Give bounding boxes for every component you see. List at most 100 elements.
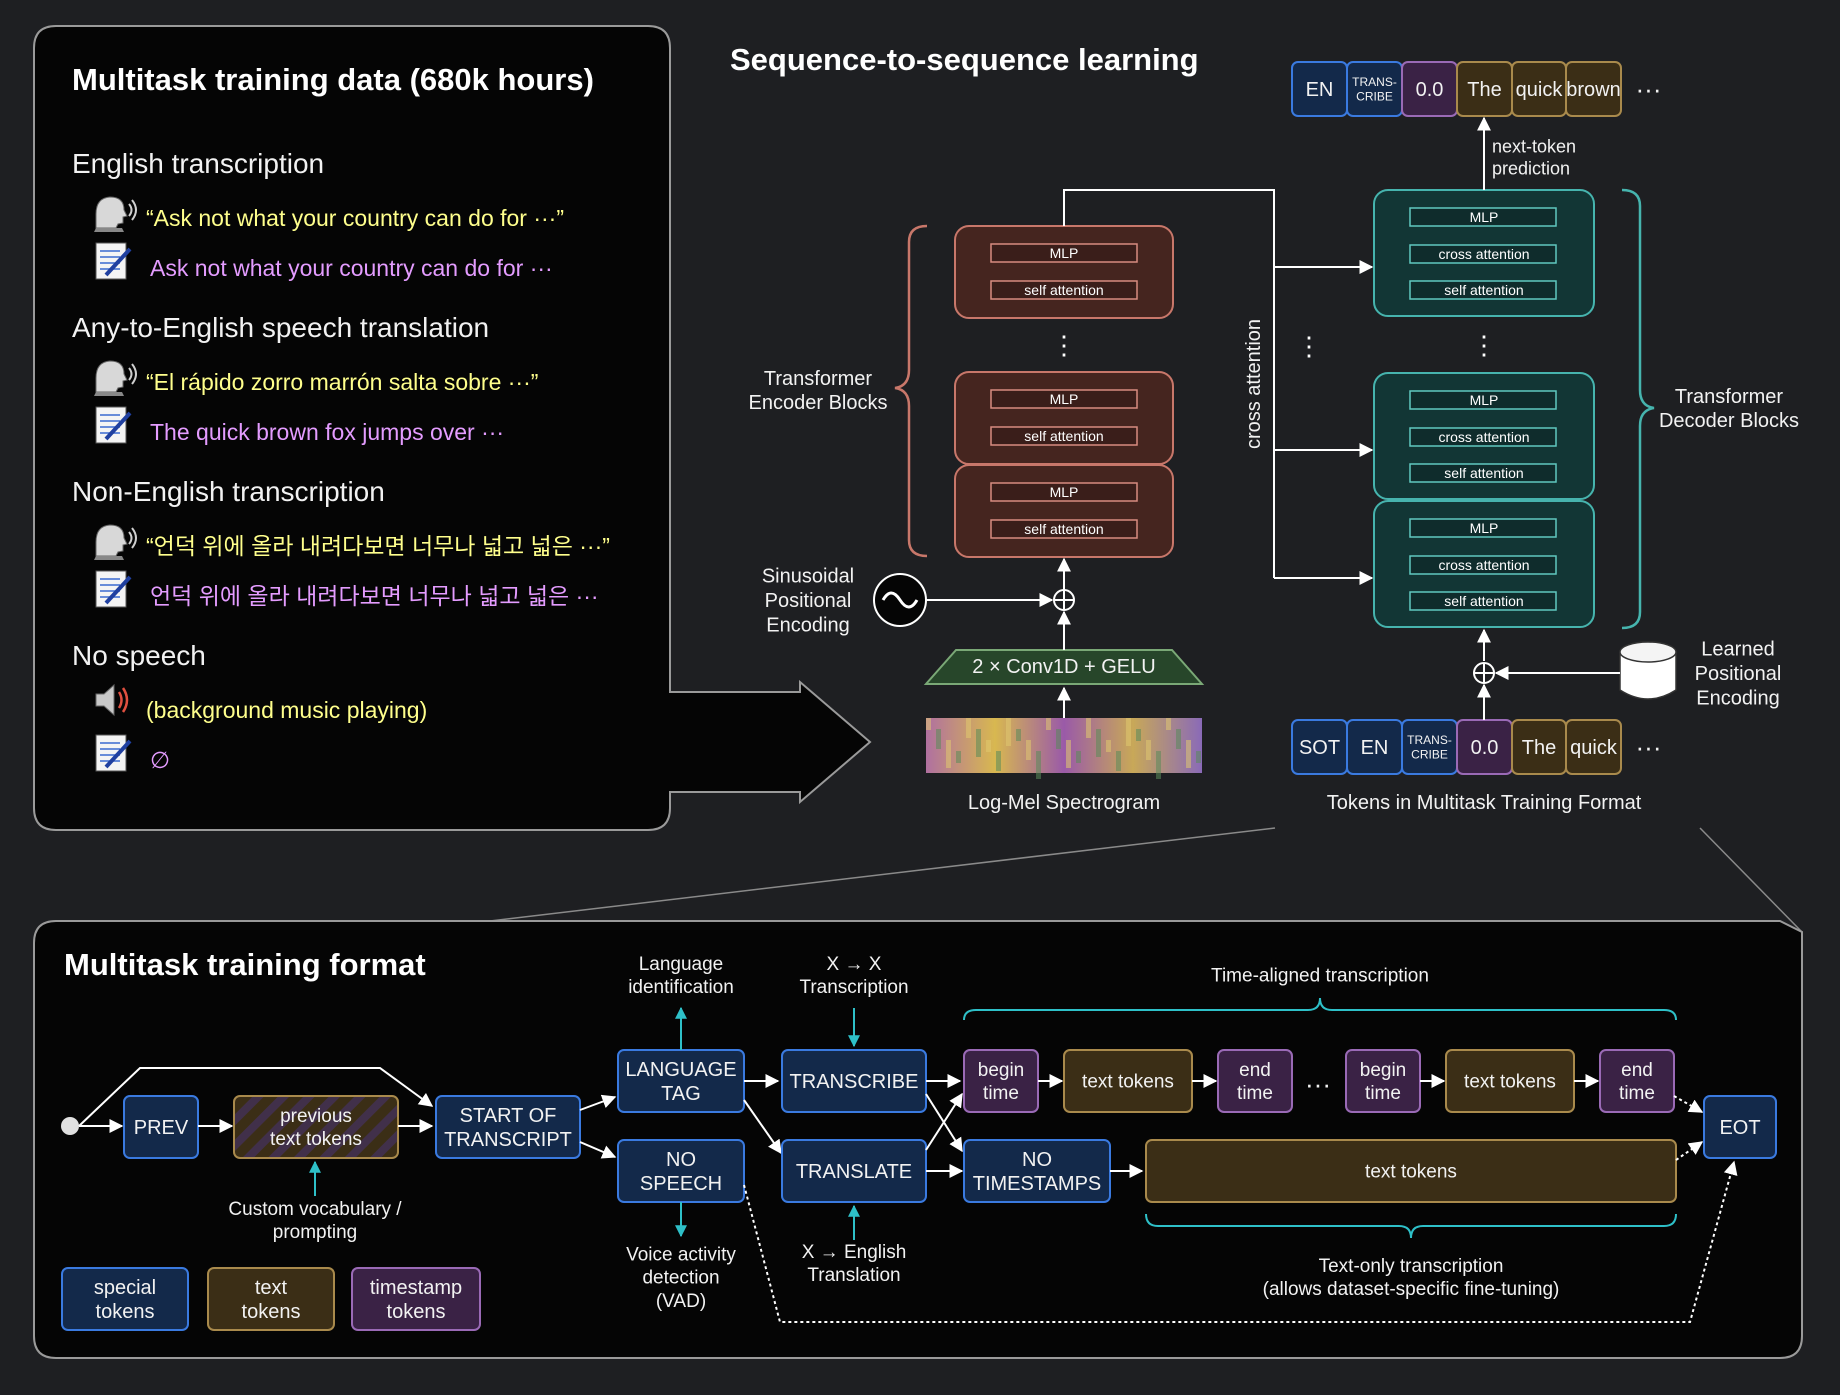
spectrogram-band bbox=[1186, 740, 1191, 768]
decoder-layer-1 bbox=[1409, 555, 1557, 575]
spectrogram-band bbox=[1156, 751, 1161, 779]
sound-waves bbox=[128, 527, 137, 549]
arrow-skip-prev bbox=[78, 1067, 434, 1127]
encoder-block-frame bbox=[954, 371, 1174, 465]
translate-token-label: TRANSLATE bbox=[796, 1161, 912, 1183]
encoder-self-attention-label: self attention bbox=[1024, 521, 1103, 537]
arrow-end-to-eot bbox=[1673, 1095, 1704, 1113]
section-transcript-text: 언덕 위에 올라 내려다보면 너무나 넓고 넓은 ··· bbox=[150, 583, 599, 609]
input-token-4-label: The bbox=[1522, 737, 1556, 759]
input-token-5-label: quick bbox=[1570, 737, 1618, 759]
decoder-layer-1 bbox=[1409, 244, 1557, 264]
spectrogram-band bbox=[996, 751, 1001, 771]
encoder-brace bbox=[894, 224, 928, 558]
encoder-add-node bbox=[1053, 589, 1075, 611]
legend-special-tokens bbox=[61, 1267, 189, 1331]
output-token-2-label: 0.0 bbox=[1416, 79, 1444, 101]
input-token-1-label: EN bbox=[1361, 737, 1389, 759]
encoder-self-attention-label: self attention bbox=[1024, 282, 1103, 298]
section-audio-text: “Ask not what your country can do for ··… bbox=[146, 205, 564, 231]
speaking-head-icon bbox=[94, 196, 137, 232]
encoder-mlp bbox=[990, 482, 1138, 502]
memo-icon bbox=[95, 570, 132, 608]
spectrogram-band bbox=[1086, 718, 1091, 738]
decoder-layer-label-0: MLP bbox=[1470, 392, 1499, 408]
spectrogram-band bbox=[976, 729, 981, 757]
section-transcript-text: The quick brown fox jumps over ··· bbox=[150, 419, 504, 445]
spectrogram-band bbox=[1066, 740, 1071, 768]
spectrogram-band bbox=[956, 751, 961, 763]
encoder-ellipsis: ⋮ bbox=[1051, 330, 1077, 360]
spectrogram-band bbox=[1136, 729, 1141, 741]
arrow-sot-to-lang bbox=[579, 1094, 617, 1111]
spectrogram-band bbox=[1046, 718, 1051, 730]
decoder-brace bbox=[1621, 188, 1655, 630]
input-tokens-label: Tokens in Multitask Training Format bbox=[1327, 792, 1642, 814]
head-shoulder bbox=[94, 392, 124, 396]
decoder-layer-0 bbox=[1409, 518, 1557, 538]
spectrogram-band bbox=[1006, 718, 1011, 746]
spectrogram-band bbox=[1126, 718, 1131, 746]
encoder-mlp-label: MLP bbox=[1050, 391, 1079, 407]
encoder-self-attention bbox=[990, 280, 1138, 300]
conv-label: 2 × Conv1D + GELU bbox=[972, 656, 1155, 678]
memo-icon bbox=[95, 242, 132, 280]
eot-token-label: EOT bbox=[1719, 1117, 1760, 1139]
panel-outline bbox=[33, 25, 872, 831]
zoom-line-left bbox=[489, 827, 1276, 922]
section-heading: Any-to-English speech translation bbox=[72, 312, 489, 343]
encoder-mlp-label: MLP bbox=[1050, 484, 1079, 500]
section-heading: Non-English transcription bbox=[72, 476, 385, 507]
section-2: Non-English transcription “언덕 위에 올라 내려다보면… bbox=[72, 476, 610, 609]
decoder-layer-label-2: self attention bbox=[1444, 593, 1523, 609]
output-token-0-label: EN bbox=[1306, 79, 1334, 101]
decoder-layer-label-2: self attention bbox=[1444, 282, 1523, 298]
memo-icon bbox=[95, 734, 132, 772]
spectrogram-band bbox=[1106, 740, 1111, 752]
spectrogram-band bbox=[1166, 718, 1171, 730]
arrow-text-to-eot bbox=[1675, 1141, 1704, 1161]
encoder-block-frame bbox=[954, 464, 1174, 558]
input-token-6: ··· bbox=[1636, 732, 1662, 762]
section-heading: English transcription bbox=[72, 148, 324, 179]
memo-pencil bbox=[104, 411, 132, 441]
prev-token-label: PREV bbox=[134, 1117, 189, 1139]
format-title: Multitask training format bbox=[64, 947, 426, 982]
output-token-4-label: quick bbox=[1516, 79, 1564, 101]
decoder-layer-label-1: cross attention bbox=[1438, 246, 1529, 262]
decoder-layer-0 bbox=[1409, 390, 1557, 410]
head-shoulder bbox=[94, 556, 124, 560]
section-audio-text: (background music playing) bbox=[146, 697, 427, 723]
time-aligned-label: Time-aligned transcription bbox=[1211, 966, 1429, 987]
text-only-tokens bbox=[1145, 1139, 1677, 1203]
decoder-layer-2 bbox=[1409, 591, 1557, 611]
memo-pencil bbox=[104, 739, 132, 769]
spectrogram-band bbox=[986, 740, 991, 752]
spectrogram-label: Log-Mel Spectrogram bbox=[968, 792, 1160, 814]
section-audio-text: “언덕 위에 올라 내려다보면 너무나 넓고 넓은 ···” bbox=[146, 533, 610, 559]
decoder-layer-label-1: cross attention bbox=[1438, 429, 1529, 445]
decoder-layer-2 bbox=[1409, 463, 1557, 483]
spectrogram-band bbox=[1036, 751, 1041, 779]
speaker-waves bbox=[117, 687, 129, 713]
spectrogram-band bbox=[1116, 751, 1121, 771]
spectrogram-band bbox=[1076, 751, 1081, 763]
spectrogram-band bbox=[1196, 751, 1201, 763]
start-node bbox=[61, 1117, 79, 1135]
input-token-3-label: 0.0 bbox=[1471, 737, 1499, 759]
spectrogram-band bbox=[1176, 729, 1181, 749]
